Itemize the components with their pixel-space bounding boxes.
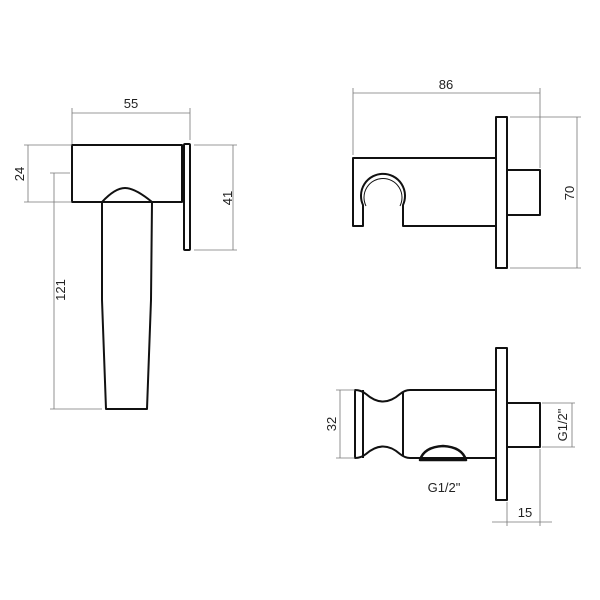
handset-head bbox=[71, 144, 183, 203]
holder-wall-plate bbox=[495, 116, 508, 269]
dim-86: 86 bbox=[439, 77, 453, 92]
dim-41: 41 bbox=[220, 191, 235, 205]
thread-label-bottom: G1/2" bbox=[428, 480, 461, 495]
dim-70: 70 bbox=[562, 186, 577, 200]
handset-wall-plate bbox=[183, 143, 191, 251]
dim-121: 121 bbox=[53, 279, 68, 301]
dim-24: 24 bbox=[12, 167, 27, 181]
hose-outlet bbox=[418, 444, 468, 462]
holder-wall-plate-2 bbox=[495, 347, 508, 501]
thread-label-back: G1/2" bbox=[555, 408, 570, 441]
dim-15: 15 bbox=[518, 505, 532, 520]
holder-thread-nipple bbox=[506, 169, 541, 216]
dim-32: 32 bbox=[324, 417, 339, 431]
holder-body bbox=[352, 157, 496, 227]
holder-body-2 bbox=[354, 389, 496, 459]
holder-side-view: 86 70 bbox=[352, 77, 581, 269]
handset-handle bbox=[101, 187, 153, 410]
dim-55: 55 bbox=[124, 96, 138, 111]
holder-front-view: 32 G1/2" G1/2" 15 bbox=[324, 347, 575, 526]
handset-view: 55 24 121 41 bbox=[12, 96, 237, 410]
holder-thread-nipple-2 bbox=[506, 402, 541, 448]
